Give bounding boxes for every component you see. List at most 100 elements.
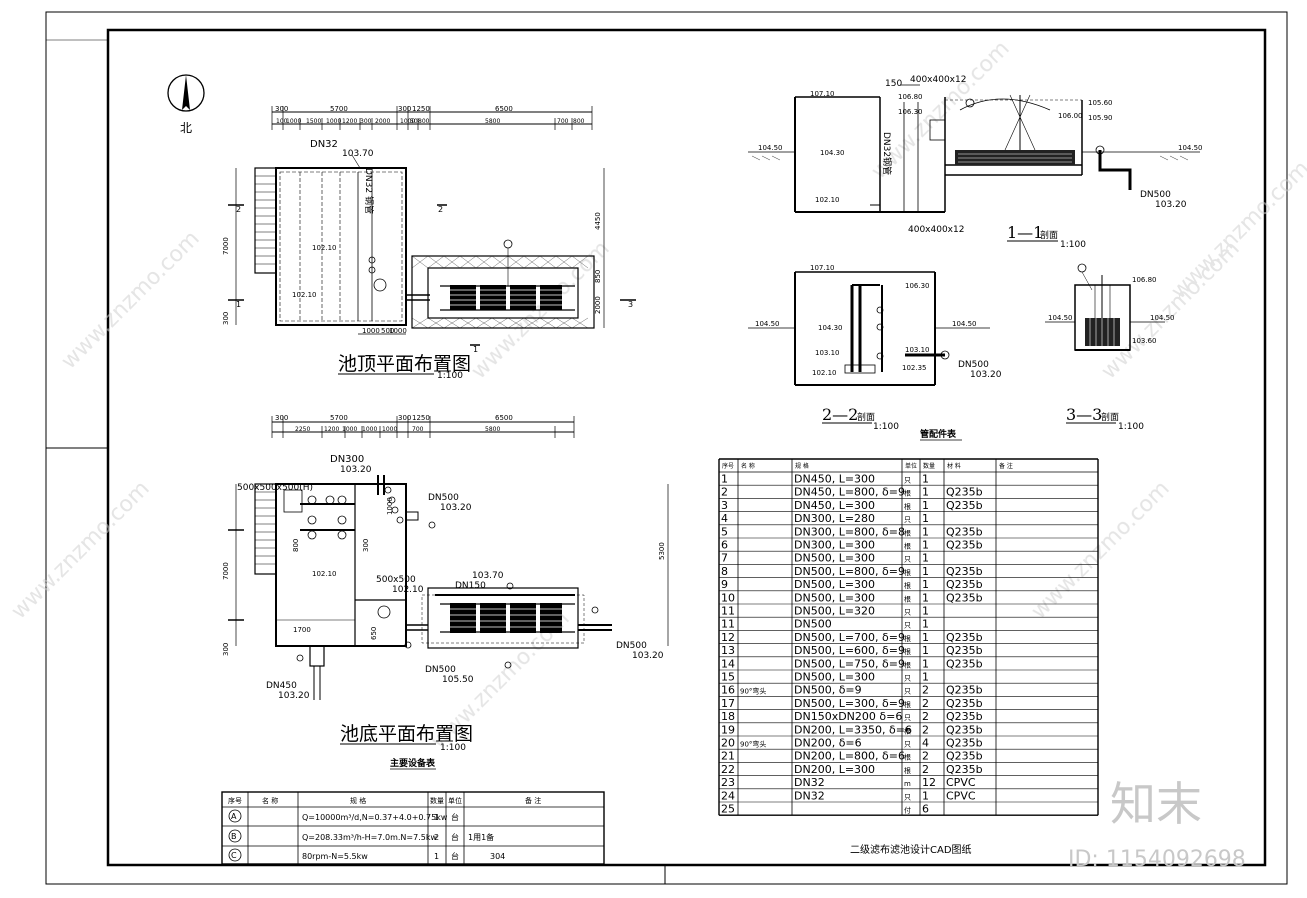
table-cell: 1 (922, 618, 929, 631)
table-header: 规 格 (795, 462, 809, 470)
table-cell: DN500, L=300 (794, 552, 875, 565)
table-cell: 只 (904, 793, 911, 801)
table-cell: DN200, L=800, δ=6 (794, 750, 905, 763)
elevation-label: 102.10 (312, 570, 337, 578)
table-cell: Q235b (946, 684, 983, 697)
pipe-label-vertical: DN32钢管 (881, 132, 893, 175)
table-cell: 1 (922, 539, 929, 552)
table-cell: 1 (922, 512, 929, 525)
table-cell: DN450, L=300 (794, 499, 875, 512)
section-33-title: 3—3 (1066, 405, 1102, 424)
elevation-label: 105.90 (1088, 114, 1113, 122)
table-cell: 根 (904, 700, 911, 709)
plan-bottom-title: 池底平面布置图 (340, 723, 473, 745)
elevation-label: 104.50 (952, 320, 977, 328)
dim-label: 4450 (594, 212, 602, 230)
table-cell: 10 (721, 591, 735, 604)
table-cell: 304 (490, 852, 505, 861)
table-cell: Q=208.33m³/h-H=7.0m.N=7.5kw (302, 833, 437, 842)
elevation-label: 107.10 (810, 90, 835, 98)
dim-label: 1700 (293, 626, 311, 634)
table-cell: 1 (922, 631, 929, 644)
table-cell: DN450, L=300 (794, 473, 875, 486)
table-header: 名 称 (262, 796, 278, 805)
elevation-label: 106.80 (898, 93, 923, 101)
table-cell: 根 (904, 594, 911, 603)
table-cell: 15 (721, 671, 735, 684)
table-cell: 根 (904, 489, 911, 498)
image-id-label: ID: 1154092698 (1068, 847, 1246, 872)
table-cell: 根 (904, 528, 911, 537)
table-cell: Q235b (946, 525, 983, 538)
table-cell: 5 (721, 525, 728, 538)
table-cell: Q235b (946, 697, 983, 710)
table-cell: 1 (922, 605, 929, 618)
pipe-label: DN500 (425, 665, 456, 675)
table-cell: Q235b (946, 539, 983, 552)
dim-label: 800 (292, 539, 300, 552)
section-22-scale: 1:100 (873, 422, 899, 432)
table-cell: 1 (922, 644, 929, 657)
dim-label: 7000 (222, 237, 230, 255)
dim-label: 300 (398, 414, 411, 422)
table-header: 名 称 (741, 462, 755, 470)
table-cell: 25 (721, 803, 735, 816)
table-cell: 24 (721, 789, 735, 802)
elevation-label: 104.50 (1178, 144, 1203, 152)
table-cell: Q235b (946, 710, 983, 723)
dim-label: 1000 (362, 327, 380, 335)
table-cell: DN500, L=800, δ=9 (794, 565, 905, 578)
table-cell: 18 (721, 710, 735, 723)
table-cell: 根 (904, 766, 911, 775)
dim-label: 5700 (330, 105, 348, 113)
table-cell: DN500, L=300 (794, 591, 875, 604)
table-header: 序号 (722, 462, 734, 470)
table-cell: 8 (721, 565, 728, 578)
table-cell: CPVC (946, 776, 976, 789)
table-cell: Q235b (946, 499, 983, 512)
table-cell: 台 (451, 832, 459, 842)
pipe-label-vertical: DN32 钢管 (363, 168, 375, 214)
north-label: 北 (180, 121, 192, 135)
table-cell: Q235b (946, 657, 983, 670)
elevation-label: 102.35 (902, 364, 927, 372)
table-cell: DN500 (794, 618, 832, 631)
dim-label: 150 (885, 79, 902, 89)
table-cell: DN32 (794, 776, 825, 789)
dim-label: 1500 (306, 118, 321, 125)
table-cell: 2 (922, 697, 929, 710)
pipe-label: DN300 (330, 454, 364, 465)
table-cell: Q235b (946, 723, 983, 736)
table-cell: 90°弯头 (740, 740, 766, 749)
dim-label: 1000 (386, 497, 394, 515)
table-cell: 根 (904, 568, 911, 577)
table-header: 备 注 (999, 462, 1013, 470)
section-22-text: 107.10 106.30 104.50 104.30 104.50 103.1… (755, 264, 1002, 432)
table-cell: 只 (904, 477, 911, 485)
dim-label: 300 (275, 414, 288, 422)
section-22 (748, 271, 990, 386)
table-cell: 4 (721, 512, 728, 525)
table-cell: 1 (922, 657, 929, 670)
elevation-label: 106.30 (905, 282, 930, 290)
pipe-elevation: 103.20 (440, 503, 472, 513)
elevation-label: 106.80 (1132, 276, 1157, 284)
table-cell: 只 (904, 622, 911, 630)
table-cell: 11 (721, 605, 735, 618)
table-cell: 1 (721, 473, 728, 486)
table-cell: 90°弯头 (740, 687, 766, 696)
pipe-label: DN500 (616, 641, 647, 651)
table-cell: DN500, L=320 (794, 605, 875, 618)
table-cell: DN450, L=800, δ=9 (794, 486, 905, 499)
section-11-scale: 1:100 (1060, 240, 1086, 250)
table-cell: DN500, L=600, δ=9 (794, 644, 905, 657)
brand-logo: 知末 (1110, 777, 1202, 831)
dim-label: 100 (276, 118, 288, 125)
table-cell: 21 (721, 750, 735, 763)
table-cell: 1 (922, 552, 929, 565)
plan-top-scale: 1:100 (437, 371, 463, 381)
dim-label: 850 (594, 270, 602, 283)
table-header: 规 格 (350, 796, 366, 805)
table-cell: 2 (922, 763, 929, 776)
table-cell: A (231, 812, 237, 821)
